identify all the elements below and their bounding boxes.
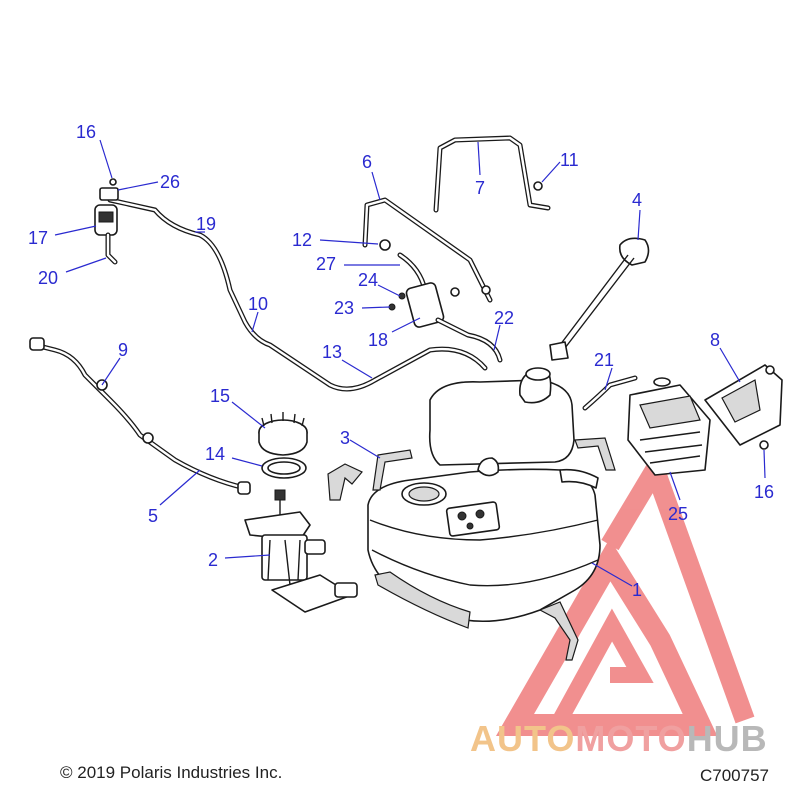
watermark-logo-text: AUTOMOTOHUB xyxy=(470,718,768,760)
charcoal-canister xyxy=(627,377,711,476)
callout-15: 15 xyxy=(210,386,230,406)
callout-16-bottom: 16 xyxy=(754,482,774,502)
callout-7: 7 xyxy=(475,178,485,198)
check-valve xyxy=(94,178,119,265)
callout-3: 3 xyxy=(340,428,350,448)
vent-hose-21 xyxy=(582,375,638,411)
fuel-tank xyxy=(367,367,601,629)
fuel-pump-assembly xyxy=(244,489,358,613)
tank-strap-6 xyxy=(362,197,493,303)
bracket-pads xyxy=(327,437,616,661)
callout-22: 22 xyxy=(494,308,514,328)
logo-word-moto: MOTO xyxy=(575,718,687,759)
fuel-line-5 xyxy=(29,337,251,495)
leader-lines xyxy=(54,139,766,587)
callout-2: 2 xyxy=(208,550,218,570)
callout-4: 4 xyxy=(632,190,642,210)
vent-filter-18 xyxy=(379,239,503,363)
callout-20: 20 xyxy=(38,268,58,288)
callout-27: 27 xyxy=(316,254,336,274)
callout-5: 5 xyxy=(148,506,158,526)
canister-bracket xyxy=(704,364,783,450)
callout-24: 24 xyxy=(358,270,378,290)
fuel-line-19 xyxy=(107,197,488,392)
callout-25: 25 xyxy=(668,504,688,524)
lock-ring xyxy=(258,412,308,456)
callout-1: 1 xyxy=(632,580,642,600)
callout-18: 18 xyxy=(368,330,388,350)
callout-9: 9 xyxy=(118,340,128,360)
callout-26: 26 xyxy=(160,172,180,192)
callout-12: 12 xyxy=(292,230,312,250)
callout-6: 6 xyxy=(362,152,372,172)
callouts: 16 26 17 20 19 10 9 5 15 14 2 6 7 11 12 … xyxy=(28,122,774,600)
callout-21: 21 xyxy=(594,350,614,370)
callout-23: 23 xyxy=(334,298,354,318)
callout-11: 11 xyxy=(560,150,579,170)
logo-word-auto: AUTO xyxy=(470,718,576,759)
callout-16-top: 16 xyxy=(76,122,96,142)
callout-8: 8 xyxy=(710,330,720,350)
callout-10: 10 xyxy=(248,294,268,314)
sender-harness-4 xyxy=(549,237,650,361)
seal xyxy=(261,457,307,479)
callout-17: 17 xyxy=(28,228,48,248)
callout-14: 14 xyxy=(205,444,225,464)
callout-13: 13 xyxy=(322,342,342,362)
copyright-notice: © 2019 Polaris Industries Inc. xyxy=(60,763,283,782)
tank-strap-7 xyxy=(433,135,551,213)
logo-word-hub: HUB xyxy=(686,718,768,759)
callout-19: 19 xyxy=(196,214,216,234)
figure-code: C700757 xyxy=(700,766,770,785)
